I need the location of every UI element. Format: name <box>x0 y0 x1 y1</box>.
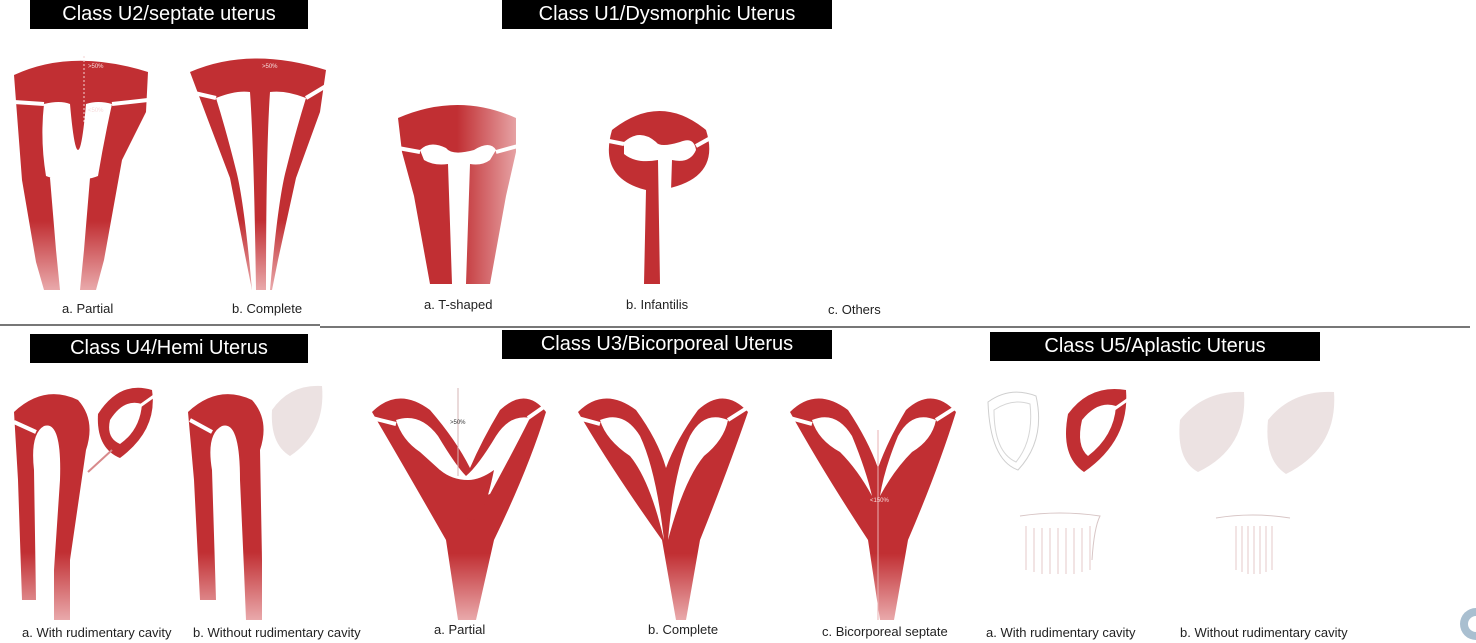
u2a-partial-septate-figure <box>14 56 148 290</box>
label-u5b: b. Without rudimentary cavity <box>1180 625 1348 640</box>
u4a-hemi-with-cavity-figure <box>14 388 154 620</box>
label-u1c: c. Others <box>828 302 881 317</box>
u3a-annotation: >50% <box>450 420 466 426</box>
u3b-bicorporeal-complete-figure <box>578 398 750 620</box>
label-u2b: b. Complete <box>232 301 302 316</box>
u1a-t-shaped-figure <box>398 105 518 284</box>
label-u3a: a. Partial <box>434 622 485 637</box>
u3c-annotation: <150% <box>870 498 890 504</box>
u4b-hemi-without-cavity-figure <box>188 386 322 620</box>
label-u4b: b. Without rudimentary cavity <box>193 625 361 640</box>
u2a-annotation-top: >50% <box>88 64 104 70</box>
corner-mark-icon <box>1460 608 1476 640</box>
u2a-annotation-mid: <50% <box>88 108 104 114</box>
u5a-aplastic-with-cavity-figure <box>988 389 1130 574</box>
u1b-infantilis-figure <box>604 111 714 284</box>
label-u1a: a. T-shaped <box>424 297 492 312</box>
u2b-annotation-top: >50% <box>262 64 278 70</box>
u5b-aplastic-without-cavity-figure <box>1179 392 1334 574</box>
label-u3b: b. Complete <box>648 622 718 637</box>
label-u4a: a. With rudimentary cavity <box>22 625 172 640</box>
u3c-bicorporeal-septate-figure <box>790 398 958 620</box>
label-u3c: c. Bicorporeal septate <box>822 624 948 639</box>
label-u5a: a. With rudimentary cavity <box>986 625 1136 640</box>
u2b-complete-septate-figure <box>190 58 326 290</box>
label-u2a: a. Partial <box>62 301 113 316</box>
label-u1b: b. Infantilis <box>626 297 688 312</box>
